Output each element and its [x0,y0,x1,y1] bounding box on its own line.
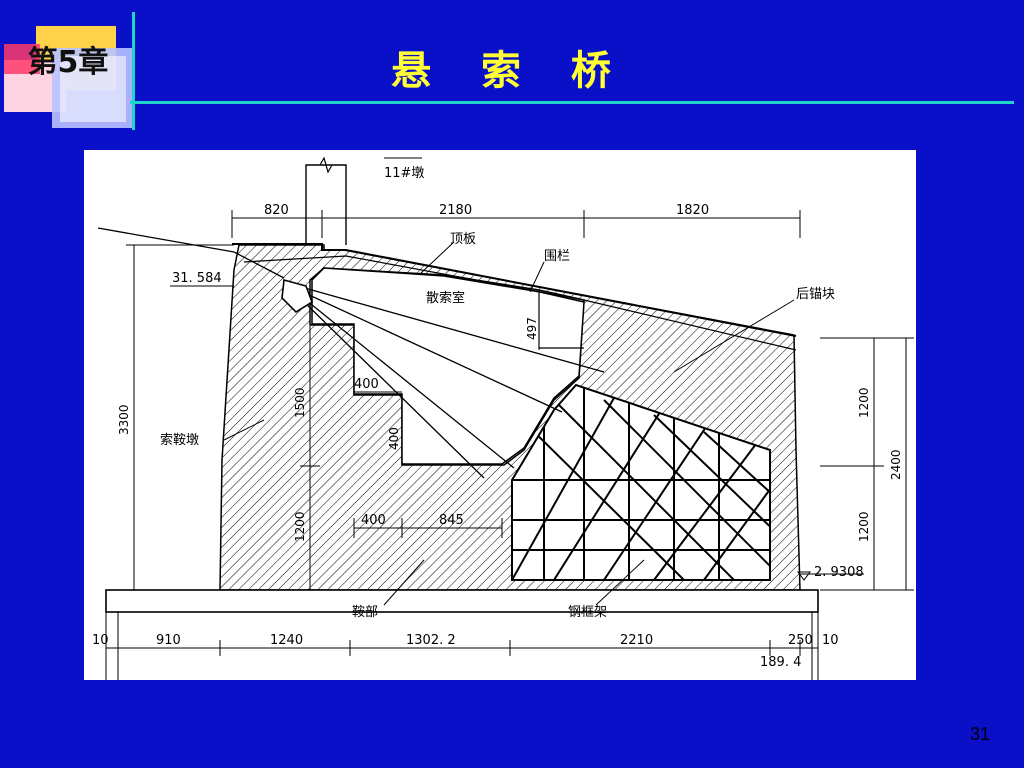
label-rear-anchor-block: 后锚块 [796,287,835,302]
label-saddle-pier: 索鞍墩 [160,432,199,448]
dim-top-right: 1820 [676,203,709,218]
label-parapet: 围栏 [544,249,570,264]
dim-top-middle: 2180 [439,203,472,218]
anchorage-drawing: 11#墩 顶板 围栏 散索室 后锚块 索鞍墩 鞍部 钢框架 31. 584 2.… [84,150,916,680]
vertical-rule [132,12,135,130]
dim-right-lower: 1200 [857,511,871,542]
dim-chamber-height: 497 [525,317,539,340]
dim-bottom-10-right: 10 [822,633,839,648]
dim-height-left: 3300 [117,404,131,435]
dim-notch-width: 400 [354,377,379,392]
saddle [281,278,313,314]
dim-bottom-189: 189. 4 [760,655,801,670]
dim-bottom-1302: 1302. 2 [406,633,456,648]
elevation-bottom: 2. 9308 [814,565,864,580]
label-pier: 11#墩 [384,166,424,181]
dim-inner-1200: 1200 [293,511,307,542]
chapter-badge: 第5章 [28,45,109,80]
base-slab [105,589,819,613]
dim-bottom-250: 250 [788,633,813,648]
label-steel-frame: 钢框架 [568,605,607,620]
dim-base-400: 400 [361,513,386,528]
cable-strands [97,227,605,479]
dim-bottom-1240: 1240 [270,633,303,648]
label-top-plate: 顶板 [450,232,476,247]
steel-frame [511,383,771,581]
dim-right-upper: 1200 [857,387,871,418]
dim-right-total: 2400 [889,449,903,480]
horizontal-rule [130,101,1014,104]
label-anchor-chamber: 散索室 [426,290,465,306]
dim-bottom-910: 910 [156,633,181,648]
chapter-badge-decoration: 第5章 [4,26,132,128]
dim-inner-1500: 1500 [293,387,307,418]
elevation-top: 31. 584 [172,271,222,286]
dim-bottom-10-left: 10 [92,633,109,648]
dim-notch-height: 400 [387,427,401,450]
page-number: 31 [969,724,991,744]
dim-top-left: 820 [264,203,289,218]
label-saddle-part: 鞍部 [352,604,378,620]
drawing-canvas: 11#墩 顶板 围栏 散索室 后锚块 索鞍墩 鞍部 钢框架 31. 584 2.… [92,156,914,680]
dim-base-845: 845 [439,513,464,528]
slide-title: 悬 索 桥 [391,47,629,94]
dim-bottom-2210: 2210 [620,633,653,648]
